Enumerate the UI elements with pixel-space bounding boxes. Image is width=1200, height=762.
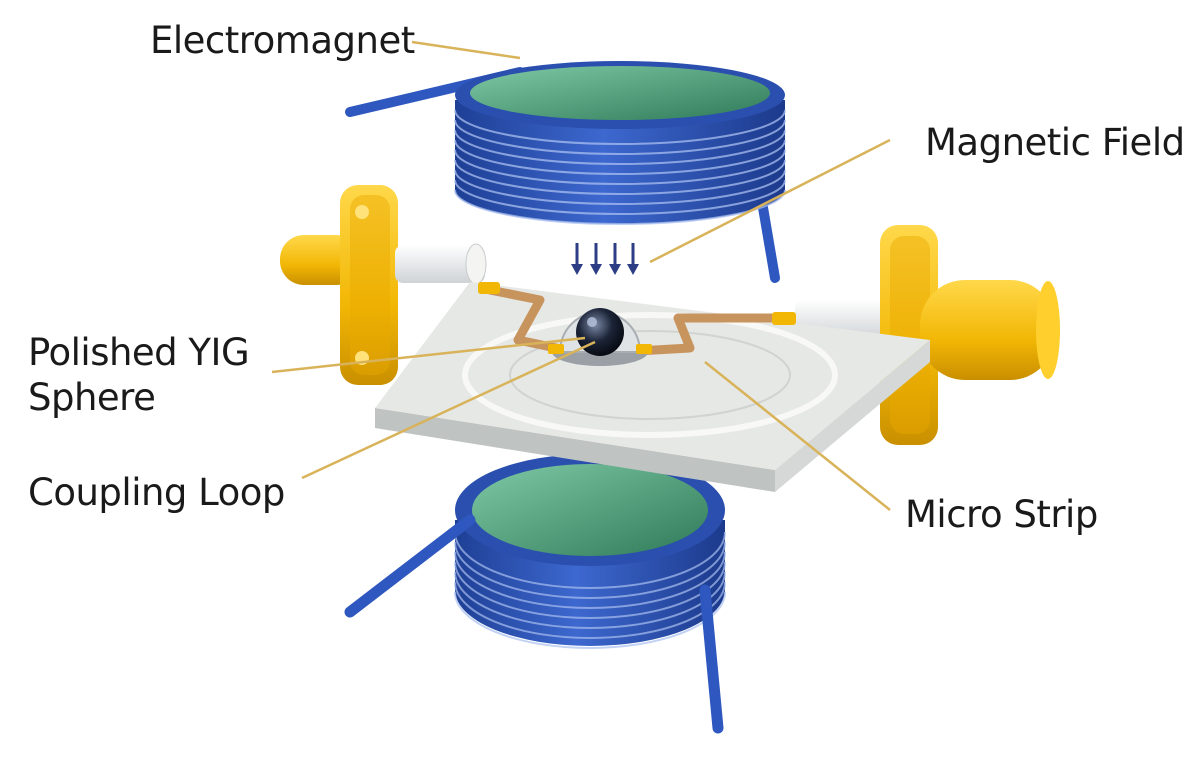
- bottom-electromagnet: [344, 454, 726, 734]
- leader-lines: [271, 40, 891, 511]
- left-connector: [280, 185, 487, 385]
- label-polished-yig-sphere: Polished YIG Sphere: [28, 330, 250, 420]
- micro-strip: [485, 285, 785, 357]
- label-electromagnet: Electromagnet: [150, 19, 415, 62]
- magnetic-field-arrows: [571, 243, 639, 275]
- label-coupling-loop: Coupling Loop: [28, 471, 285, 514]
- label-polished-yig-line2: Sphere: [28, 376, 156, 420]
- label-micro-strip: Micro Strip: [905, 493, 1098, 536]
- leader-micro-strip: [704, 361, 891, 511]
- microstrip-pads: [478, 282, 796, 325]
- label-magnetic-field: Magnetic Field: [925, 121, 1185, 164]
- top-electromagnet: [345, 61, 786, 283]
- substrate: [375, 282, 930, 492]
- leader-magnetic-field: [649, 138, 891, 264]
- leader-electromagnet: [411, 40, 521, 60]
- leader-polished-yig: [271, 336, 586, 374]
- leader-coupling-loop: [301, 340, 596, 480]
- label-polished-yig-line1: Polished YIG: [28, 331, 250, 374]
